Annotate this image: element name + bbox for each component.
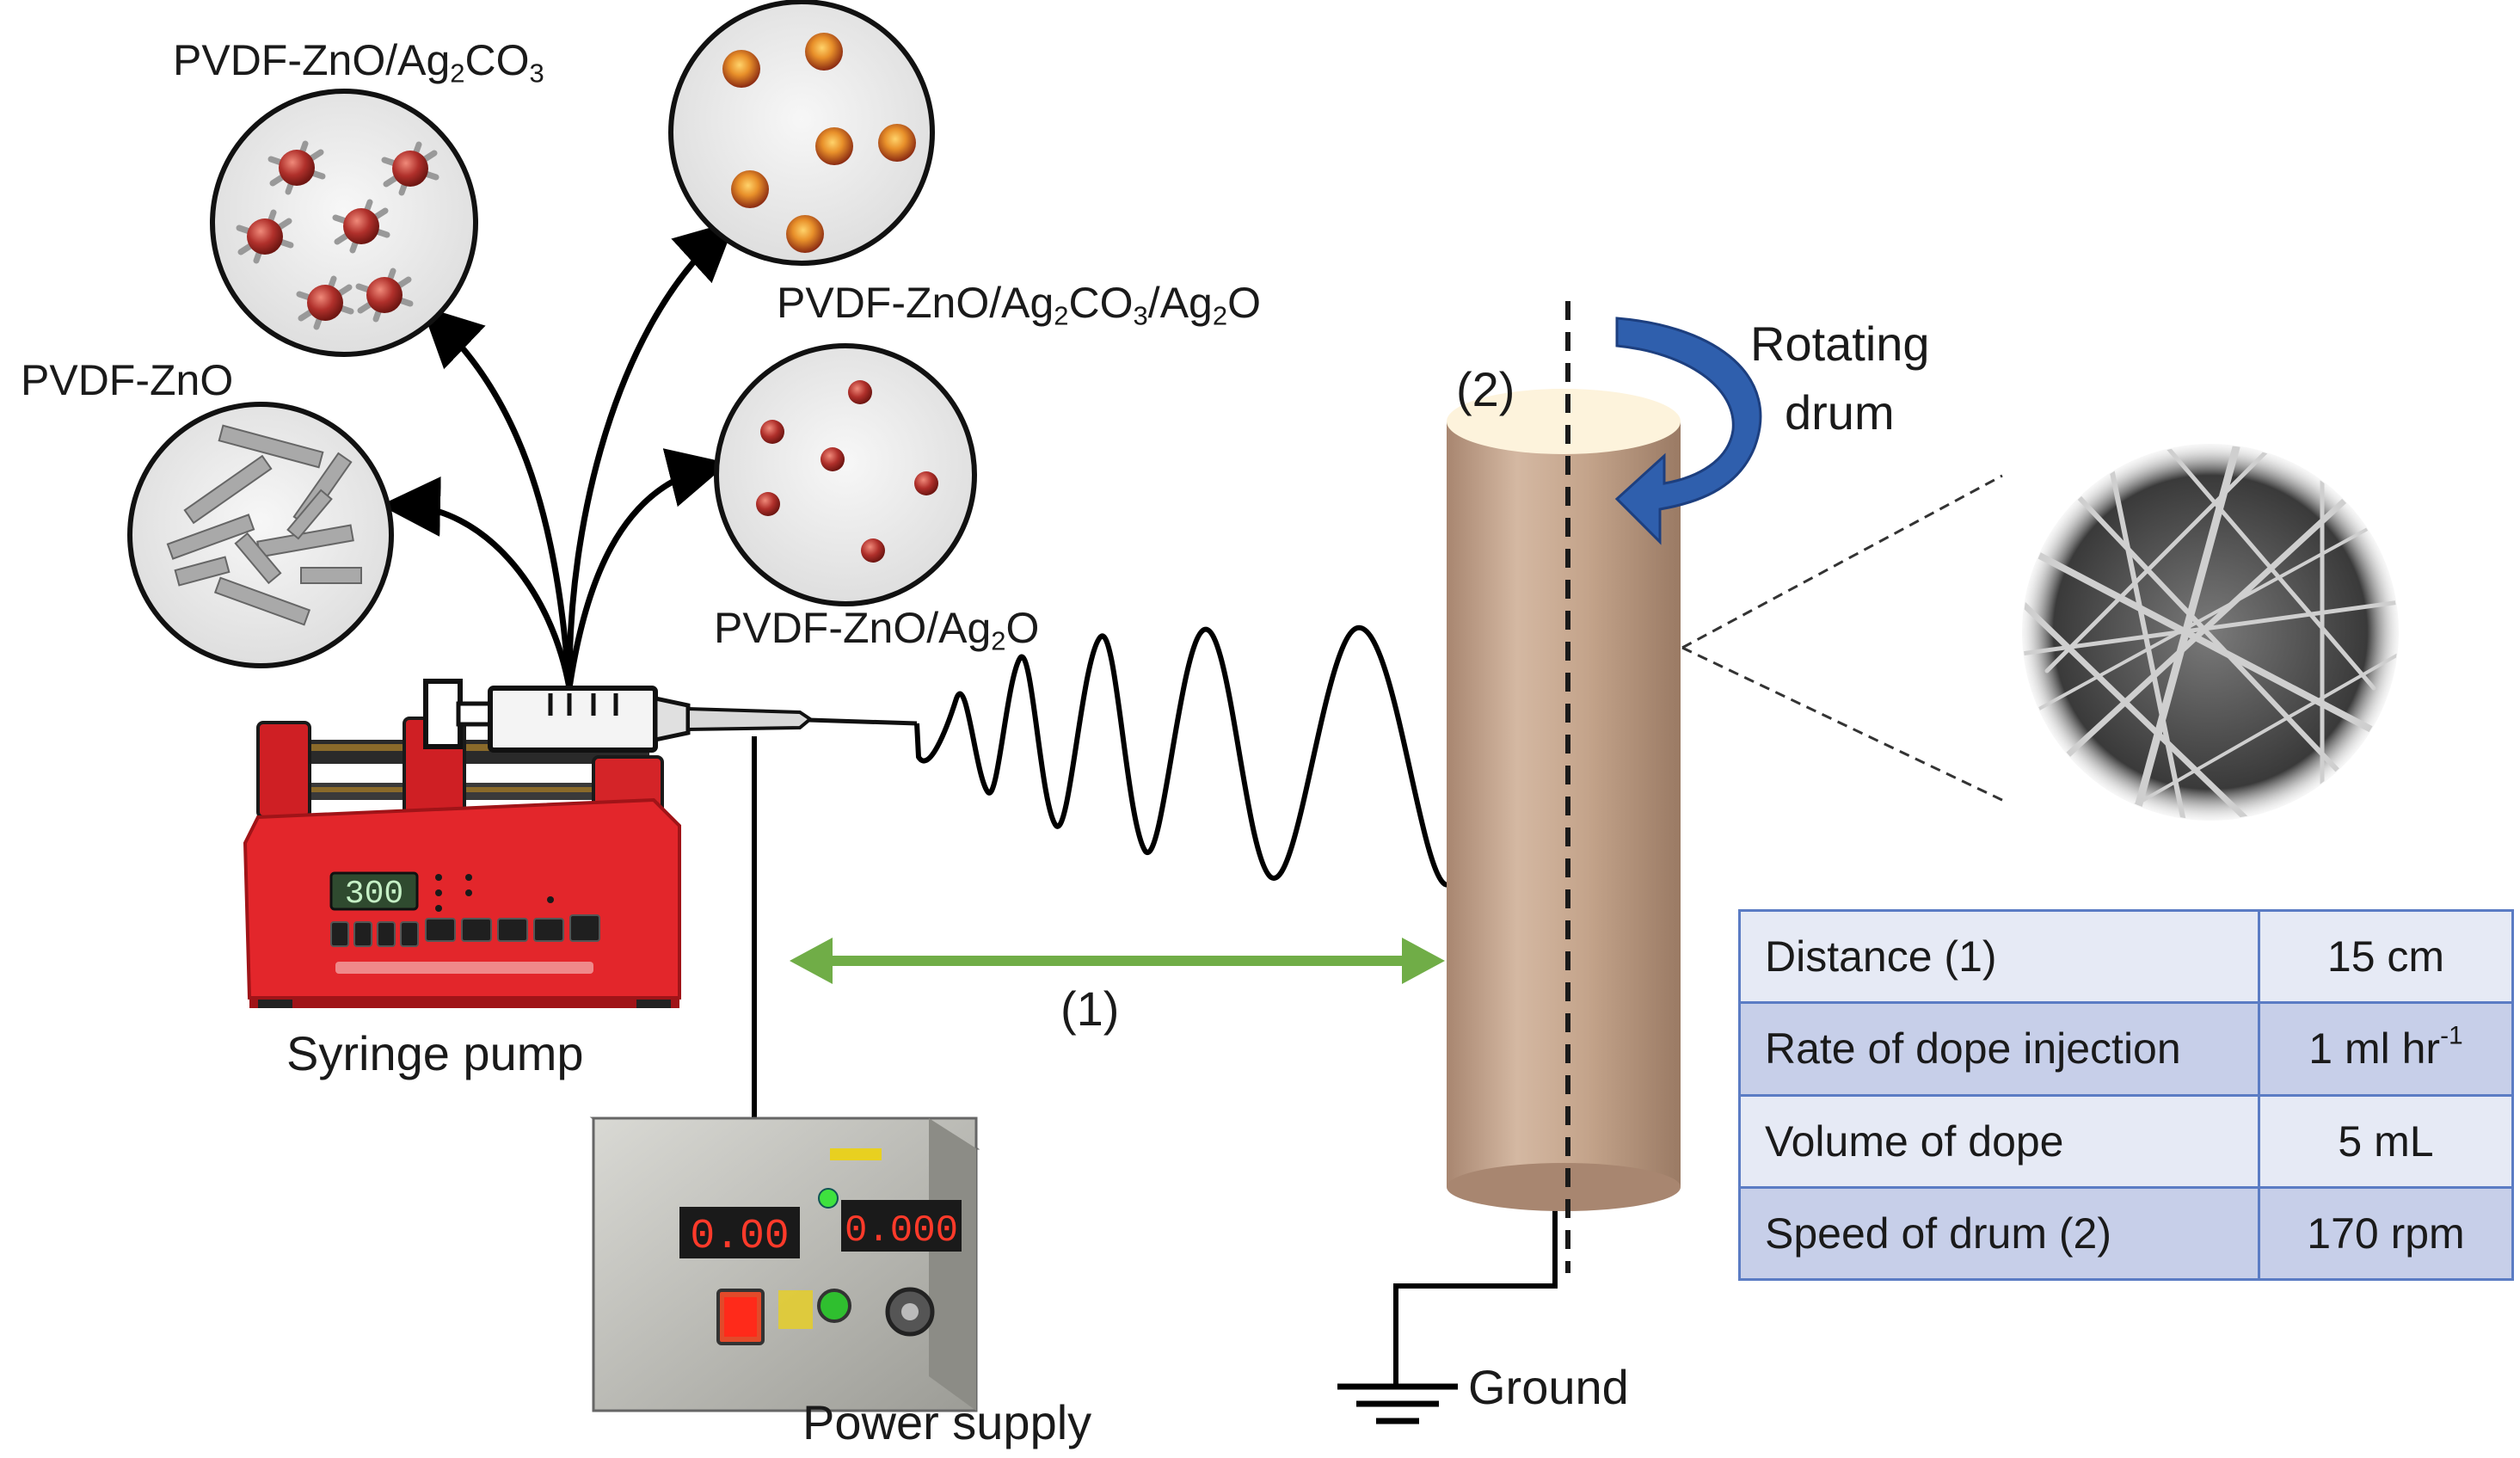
label-pvdf-zno-ag2co3: PVDF-ZnO/Ag2CO3 <box>173 36 544 89</box>
table-row: Speed of drum (2) 170 rpm <box>1738 1185 2514 1282</box>
label-pvdf-zno-ag2co3-ag2o: PVDF-ZnO/Ag2CO3/Ag2O <box>777 279 1262 331</box>
pump-display: 300 <box>345 876 403 913</box>
pvdf-zno-circle <box>127 402 394 668</box>
drum-icon <box>1447 301 1681 1273</box>
arrow-to-mixed <box>566 220 736 689</box>
label-rotating: Rotating <box>1750 317 1930 371</box>
arrow-to-pvdf-zno <box>380 476 573 689</box>
parameter-table: Distance (1) 15 cm Rate of dope injectio… <box>1738 908 2514 1282</box>
label-pvdf-zno-ag2o: PVDF-ZnO/Ag2O <box>714 604 1040 656</box>
syringe-pump-icon: 300 <box>243 717 681 1008</box>
label-drum: drum <box>1785 385 1895 440</box>
param-value: 1 ml hr-1 <box>2258 1001 2514 1097</box>
table-row: Distance (1) 15 cm <box>1738 908 2514 1005</box>
ground-icon <box>1337 1383 1458 1424</box>
label-power-supply: Power supply <box>802 1395 1092 1449</box>
rotation-arrow-icon <box>1614 317 1762 545</box>
label-ground: Ground <box>1468 1360 1629 1414</box>
param-name: Speed of drum (2) <box>1738 1185 2260 1282</box>
label-pvdf-zno: PVDF-ZnO <box>21 356 234 404</box>
param-name: Rate of dope injection <box>1738 1001 2260 1097</box>
param-value: 170 rpm <box>2258 1185 2514 1282</box>
arrow-to-ag2co3 <box>421 305 573 689</box>
arrow-to-ag2o <box>566 448 729 689</box>
syringe-icon <box>423 679 918 753</box>
electrospinning-jet <box>914 619 1575 888</box>
table-row: Rate of dope injection 1 ml hr-1 <box>1738 1001 2514 1097</box>
table-row: Volume of dope 5 mL <box>1738 1093 2514 1189</box>
label-syringe-pump: Syringe pump <box>286 1026 584 1080</box>
ag2co3-circle <box>210 89 478 357</box>
ag2o-circle <box>714 343 977 606</box>
param-value: 15 cm <box>2258 908 2514 1005</box>
label-drum-marker: (2) <box>1456 362 1515 416</box>
sem-zoom-lines <box>1681 474 2007 803</box>
ps-display-right: 0.000 <box>845 1209 958 1252</box>
label-distance-marker: (1) <box>1060 981 1120 1036</box>
sem-fiber-image <box>2007 428 2414 836</box>
power-supply-icon: 0.00 0.000 <box>589 1117 980 1412</box>
param-name: Volume of dope <box>1738 1093 2260 1189</box>
wires <box>752 736 1558 1384</box>
ps-display-left: 0.00 <box>690 1214 789 1260</box>
mixed-circle <box>668 0 935 266</box>
branch-arrows <box>380 220 736 689</box>
param-name: Distance (1) <box>1738 908 2260 1005</box>
distance-arrow <box>790 938 1445 984</box>
param-value: 5 mL <box>2258 1093 2514 1189</box>
